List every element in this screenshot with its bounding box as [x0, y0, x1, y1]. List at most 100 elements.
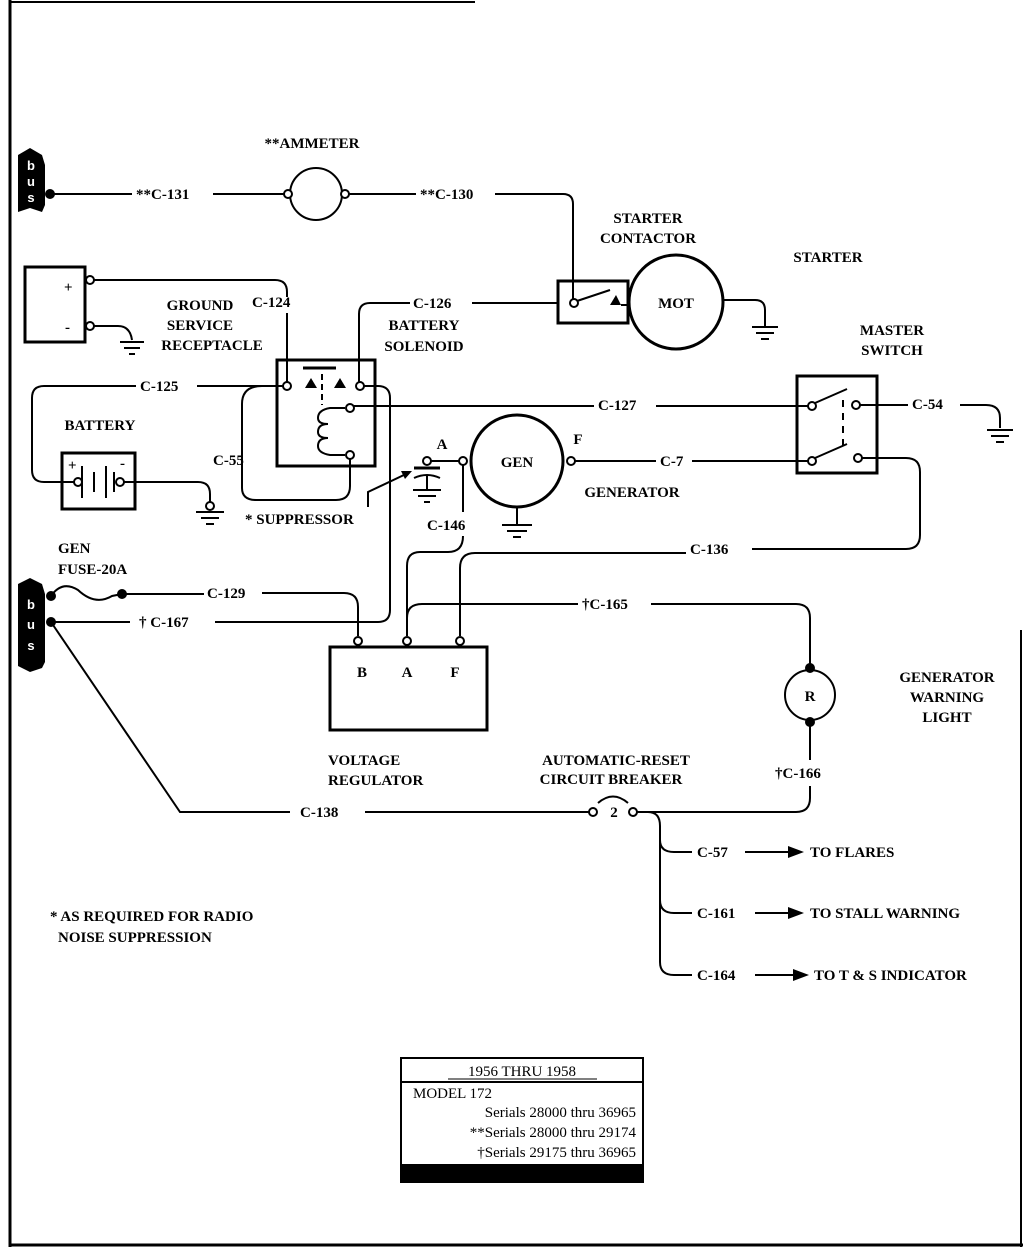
terminal-label: F: [450, 665, 459, 681]
minus-sign: -: [65, 320, 70, 336]
arrow-right-icon: [793, 969, 809, 981]
gen-label: GEN: [501, 455, 534, 471]
applicability-table: 1956 THRU 1958 MODEL 172 Serials 28000 t…: [400, 1057, 644, 1183]
arrow-right-icon: [788, 846, 804, 858]
wire-label: C-136: [690, 542, 729, 558]
label: STARTER: [613, 211, 682, 227]
starter-contactor: STARTER CONTACTOR: [556, 211, 696, 325]
minus-sign: -: [120, 456, 125, 472]
wire-label: C-126: [413, 296, 452, 312]
master-switch: MASTER SWITCH: [795, 323, 924, 475]
label: VOLTAGE: [328, 753, 400, 769]
bus-letter: s: [27, 638, 34, 653]
output-ts-indicator: C-164 TO T & S INDICATOR: [697, 968, 967, 984]
wire-label: C-124: [252, 295, 291, 311]
wire-c166: †C-166: [636, 722, 821, 813]
motor-label: MOT: [658, 296, 694, 312]
wire-c138: C-138: [50, 621, 589, 821]
starter-label: STARTER: [793, 250, 862, 266]
label: FUSE-20A: [58, 562, 127, 578]
terminal-label: A: [402, 665, 413, 681]
wire-label: C-125: [140, 379, 178, 395]
footnote: NOISE SUPPRESSION: [58, 930, 212, 946]
label: LIGHT: [922, 710, 971, 726]
ground-icon: [120, 341, 144, 355]
breaker-number: 2: [610, 805, 618, 821]
wire-c7: C-7: [575, 454, 808, 470]
wire-c129: C-129: [122, 586, 359, 636]
battery-solenoid: [275, 358, 377, 468]
wire-label: C-164: [697, 968, 736, 984]
wire-label: **C-131: [136, 187, 189, 203]
footnote: * AS REQUIRED FOR RADIO: [50, 909, 253, 925]
label: SERVICE: [167, 318, 233, 334]
label: SWITCH: [861, 343, 923, 359]
table-model: MODEL 172: [413, 1086, 492, 1102]
wire-label: C-127: [598, 398, 637, 414]
arrow-right-icon: [788, 907, 804, 919]
wire-c146: C-146: [406, 465, 578, 636]
bus-bar-top: b u s: [18, 148, 55, 212]
ground-icon: [987, 429, 1013, 443]
suppressor-label: * SUPPRESSOR: [245, 512, 354, 528]
wire-c167: † C-167: [51, 615, 189, 631]
wire-c127: C-127: [354, 398, 808, 414]
bus-letter: b: [27, 597, 35, 612]
table-row: **Serials 28000 thru 29174: [470, 1125, 637, 1141]
wire-c54: C-54: [860, 397, 1013, 443]
battery: + - BATTERY: [60, 418, 224, 525]
suppressor-capacitor: * SUPPRESSOR: [245, 456, 459, 528]
circuit-breaker: 2 AUTOMATIC-RESET CIRCUIT BREAKER: [540, 753, 692, 976]
wire-c126: C-126 BATTERY SOLENOID: [358, 296, 558, 382]
wire-c131: **C-131: [50, 187, 286, 203]
page-frame: [8, 0, 1023, 1247]
label: WARNING: [910, 690, 985, 706]
bus-letter: u: [27, 174, 35, 189]
generator-label: GENERATOR: [584, 485, 679, 501]
wire-label: C-129: [207, 586, 245, 602]
label: GENERATOR: [899, 670, 994, 686]
voltage-regulator: B A F VOLTAGE REGULATOR: [328, 636, 489, 789]
ground-icon: [502, 524, 532, 538]
wire-c124: C-124: [94, 279, 291, 382]
plus-sign: +: [68, 458, 77, 474]
generator: GEN A F GENERATOR: [437, 413, 680, 538]
label: CIRCUIT BREAKER: [540, 772, 683, 788]
bus-letter: s: [27, 190, 34, 205]
label: RECEPTACLE: [161, 338, 262, 354]
label: AUTOMATIC-RESET: [542, 753, 690, 769]
lamp-letter: R: [805, 689, 816, 705]
wire-solenoid-to-bus: [215, 385, 391, 623]
output-label: TO T & S INDICATOR: [814, 968, 967, 984]
output-flares: C-57 TO FLARES: [697, 845, 894, 861]
battery-label: BATTERY: [65, 418, 136, 434]
wire-c125: C-125: [31, 379, 283, 483]
wire-label: †C-165: [582, 597, 628, 613]
wire-c130: **C-130: [349, 187, 574, 300]
table-row: †Serials 29175 thru 36965: [477, 1145, 636, 1161]
gen-fuse: GEN FUSE-20A: [50, 541, 127, 601]
label: GEN: [58, 541, 91, 557]
wire-label: C-161: [697, 906, 735, 922]
label: GROUND: [167, 298, 234, 314]
label: BATTERY: [389, 318, 460, 334]
wire-label: C-146: [427, 518, 466, 534]
wire-label: C-7: [660, 454, 684, 470]
table-row: Serials 28000 thru 36965: [485, 1105, 636, 1121]
label: CONTACTOR: [600, 231, 696, 247]
bus-letter: b: [27, 158, 35, 173]
wire-c136: C-136: [459, 457, 921, 636]
ground-service-receptacle: + - GROUND SERVICE RECEPTACLE: [23, 265, 263, 355]
terminal-a-label: A: [437, 437, 448, 453]
wire-label: C-55: [213, 453, 244, 469]
ground-icon: [196, 501, 224, 525]
terminal-f-label: F: [573, 432, 582, 448]
wire-c55: C-55: [213, 385, 351, 501]
output-stall-warning: C-161 TO STALL WARNING: [697, 906, 960, 922]
generator-warning-light: R GENERATOR WARNING LIGHT: [784, 663, 995, 727]
output-label: TO FLARES: [810, 845, 894, 861]
wire-label: C-57: [697, 845, 728, 861]
wire-label: C-138: [300, 805, 338, 821]
bus-letter: u: [27, 617, 35, 632]
label: SOLENOID: [384, 339, 463, 355]
